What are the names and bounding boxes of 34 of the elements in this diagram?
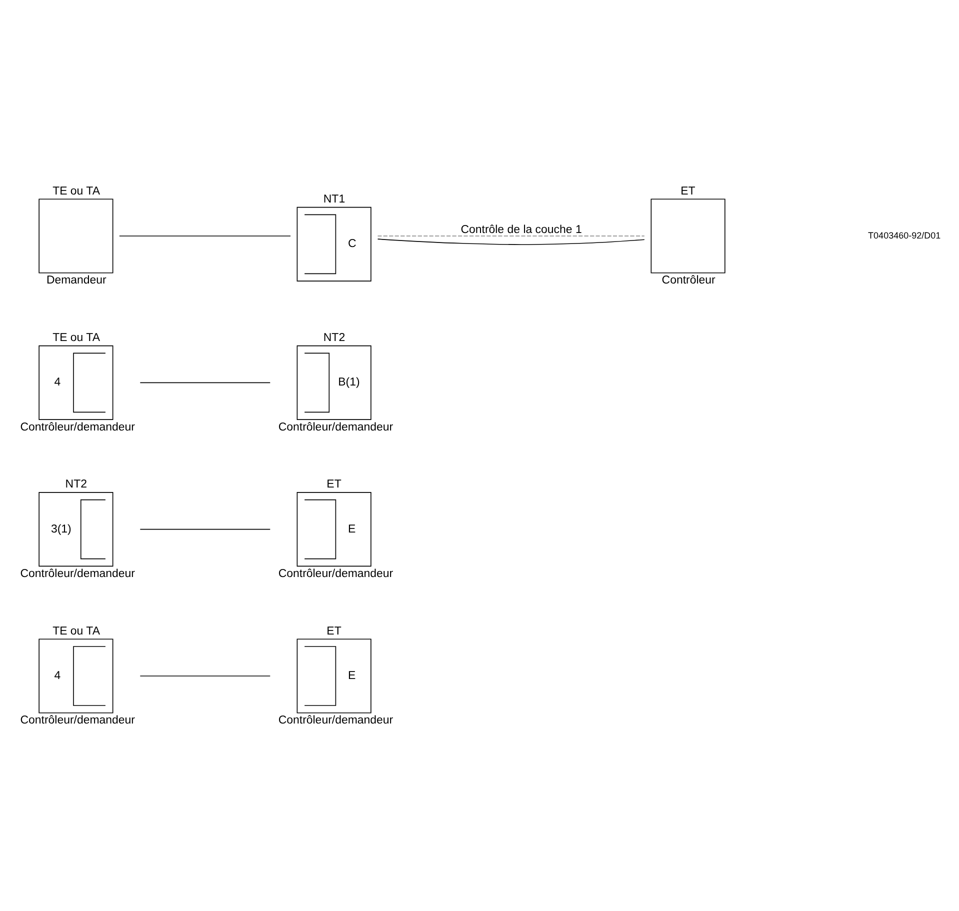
node-label: Contrôleur/demandeur [20, 568, 135, 580]
connector [119, 235, 291, 236]
node-label: TE ou TA [52, 184, 100, 197]
connector [140, 675, 271, 676]
node-label: NT2 [323, 332, 346, 344]
node-label: Contrôleur/demandeur [278, 714, 394, 726]
node-box: 4 [38, 638, 114, 713]
node-label: TE ou TA [52, 624, 100, 637]
node-box: 4 [38, 344, 114, 420]
node-box [650, 198, 726, 273]
label: T0403460-92/D01 [868, 230, 941, 240]
node-label: NT1 [323, 193, 346, 206]
node-label: NT2 [65, 478, 87, 490]
node-label: Contrôleur [662, 274, 716, 286]
connector [377, 235, 645, 236]
edge-label: Contrôle de la couche 1 [460, 223, 582, 236]
node-box: 3(1) [38, 492, 114, 566]
node-box: E [296, 492, 372, 566]
node-label: Contrôleur/demandeur [278, 420, 394, 433]
node-box [38, 198, 114, 273]
node-box: C [296, 206, 372, 281]
node-label: ET [326, 624, 342, 637]
node-label: ET [326, 478, 342, 490]
node-label: TE ou TA [52, 332, 100, 344]
connector [140, 382, 271, 383]
node-box: E [296, 638, 372, 713]
connector [377, 238, 645, 244]
node-label: Contrôleur/demandeur [20, 420, 135, 433]
node-label: Demandeur [46, 274, 106, 286]
connector [140, 528, 271, 530]
node-label: Contrôleur/demandeur [278, 568, 394, 580]
node-box: B(1) [296, 344, 372, 420]
node-label: ET [680, 184, 696, 197]
node-label: Contrôleur/demandeur [20, 714, 135, 726]
